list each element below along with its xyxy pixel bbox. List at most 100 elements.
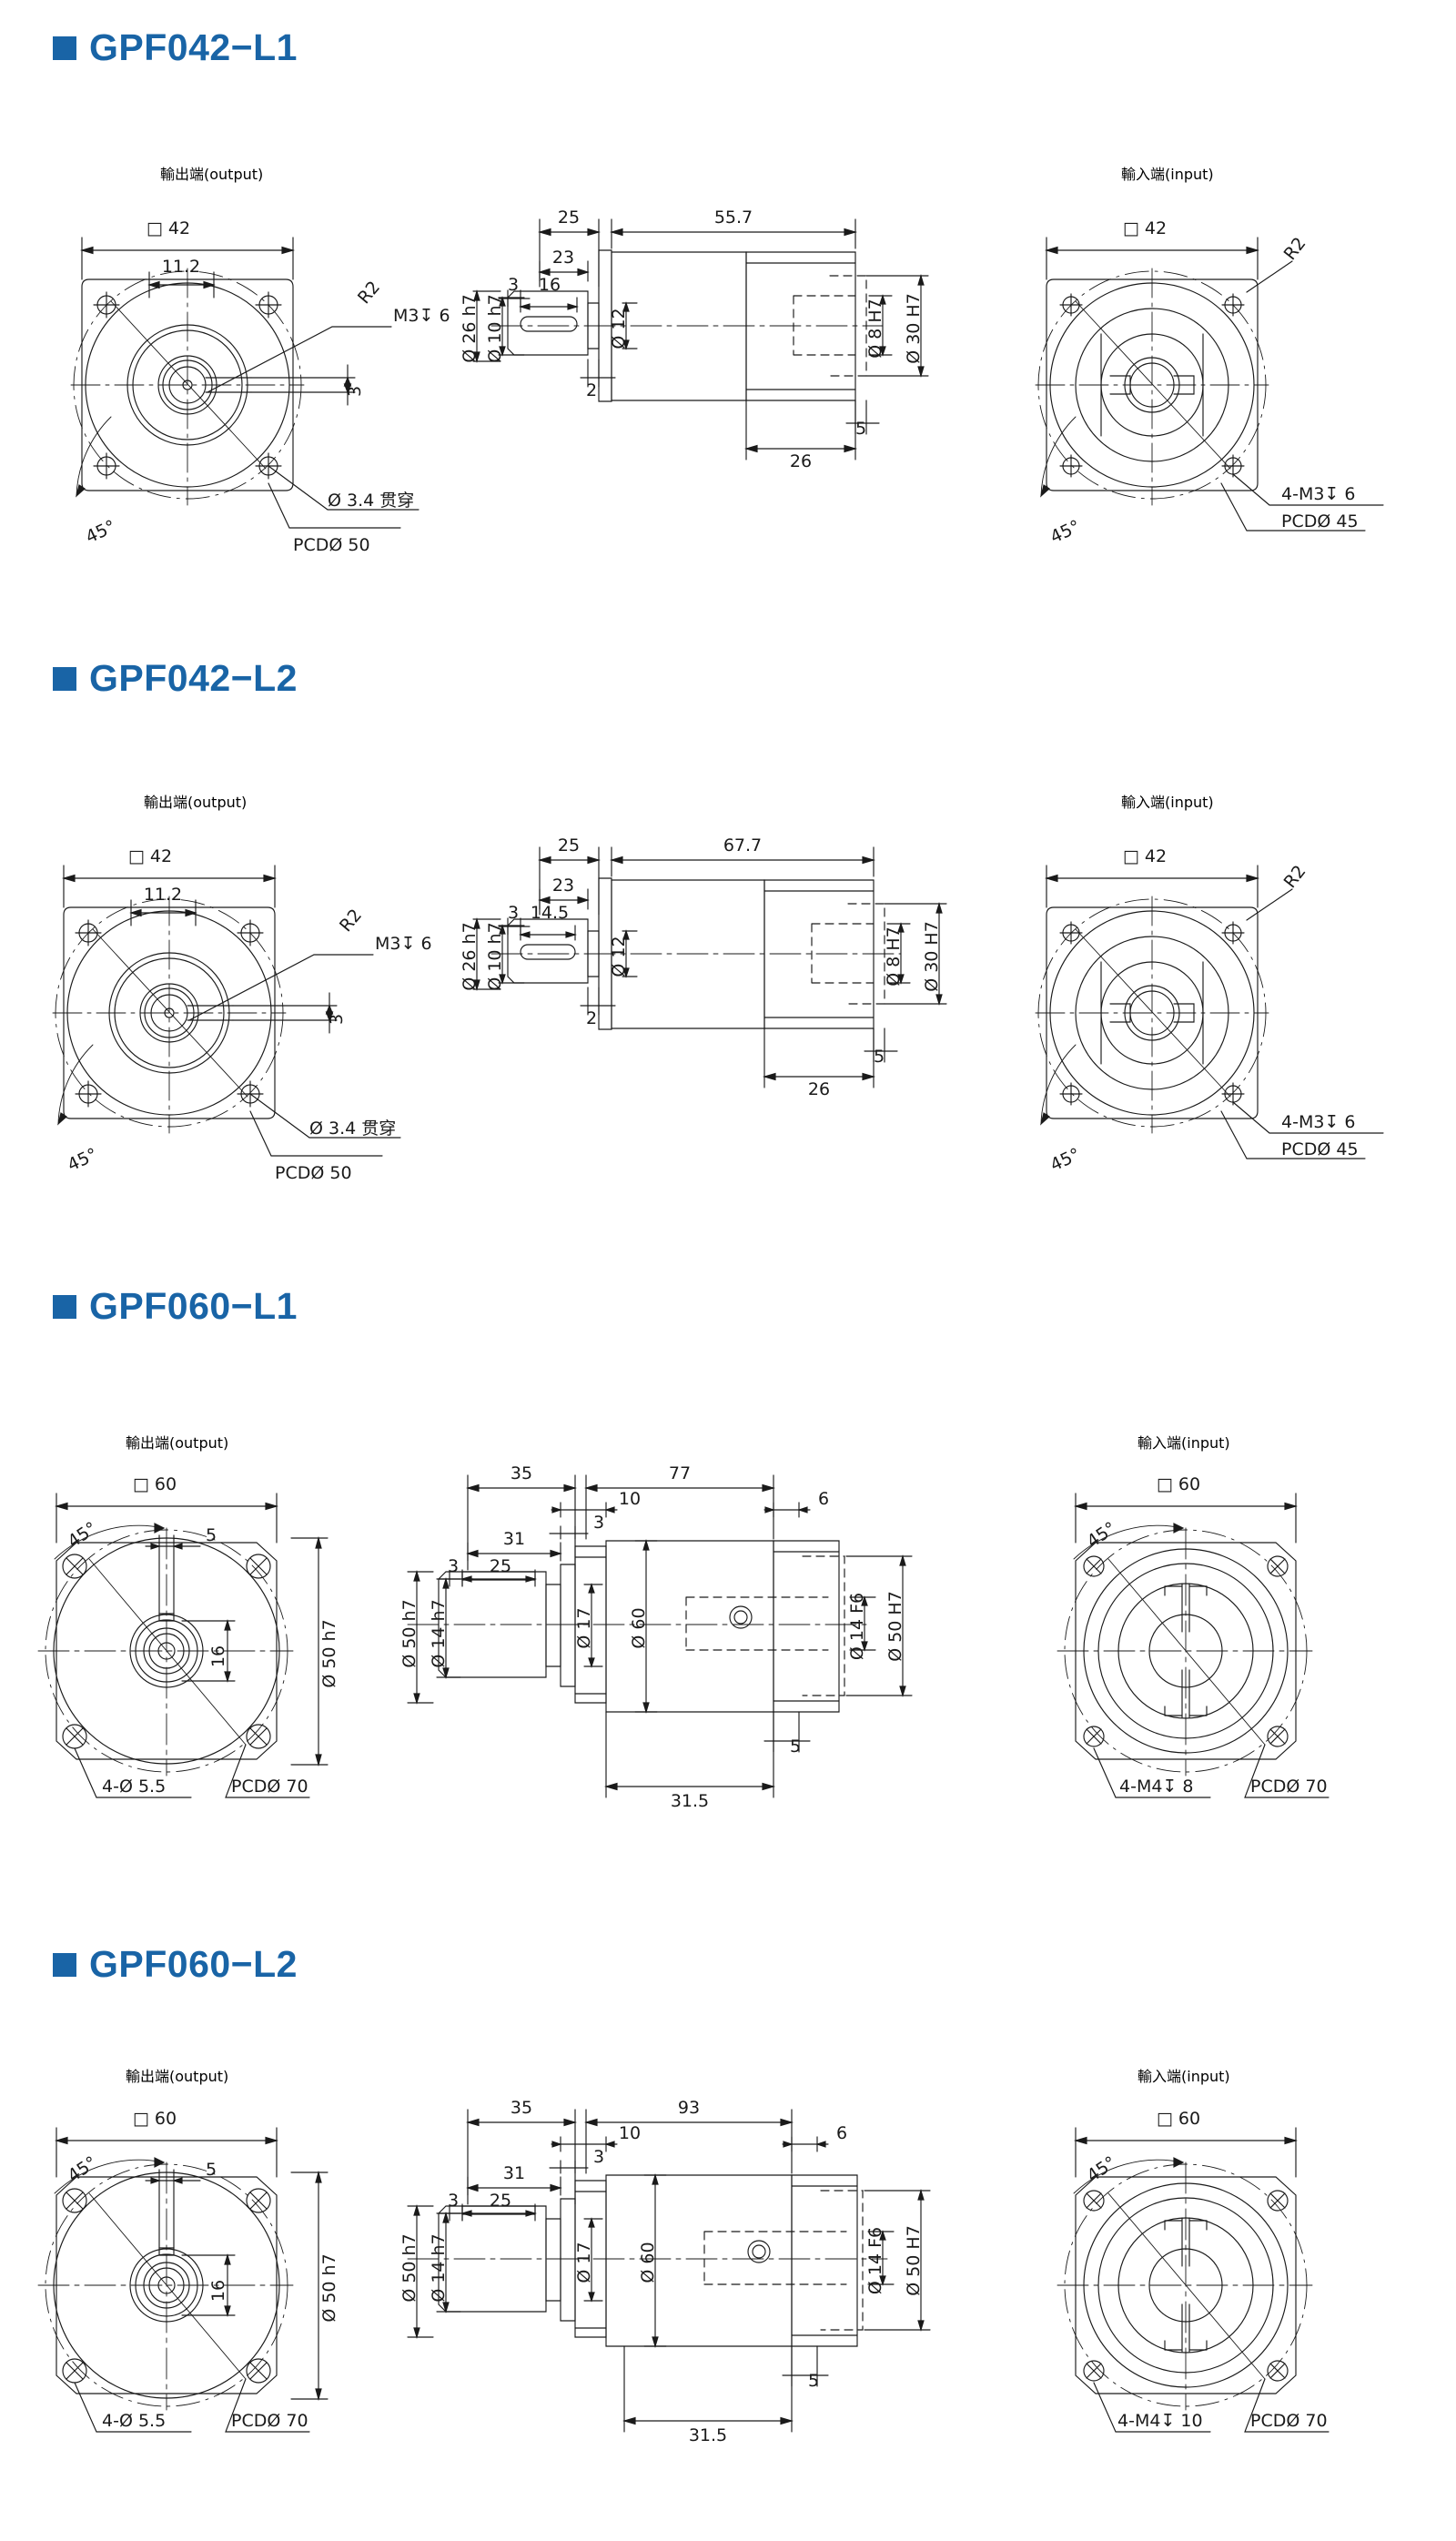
- tap-4-m3: 4-M3↧ 6: [1281, 1112, 1355, 1132]
- dim-31-5: 31.5: [689, 2425, 727, 2445]
- output-side-label: 輸出端(output): [126, 1434, 229, 1452]
- dia-30-h7: Ø 30 H7: [922, 921, 942, 992]
- radius-r2-input: R2: [1280, 862, 1310, 892]
- dim-3-key: 3: [448, 2191, 459, 2211]
- dim-25: 25: [490, 1556, 511, 1576]
- dim-5-bottom: 5: [808, 2371, 819, 2391]
- bullet-square-icon: [53, 666, 76, 691]
- dim-square-42: □ 42: [128, 846, 172, 866]
- dia-50-h7-flange: Ø 50 h7: [319, 2253, 339, 2322]
- dia-50-h7: Ø 50 h7: [399, 1599, 420, 1667]
- dia-14-h7: Ø 14 h7: [429, 1599, 449, 1667]
- dim-5-bottom: 5: [855, 419, 866, 439]
- dia-30-h7: Ø 30 H7: [904, 293, 924, 364]
- pcd-45: PCDØ 45: [1281, 511, 1359, 531]
- angle-45: 45°: [65, 1144, 101, 1175]
- section-view-drawing-1: 25 55.7 23 3 16 2 26 5 Ø 26 h7 Ø 10 h7 Ø…: [455, 196, 1019, 587]
- section-gpf060-l1: GPF060−L1 輸出端(output) 輸入端(input): [0, 1256, 1456, 1911]
- dia-10-h7: Ø 10 h7: [485, 294, 505, 362]
- section-view-drawing-4: 35 93 10 3 31 3 25 6 5 31.5 Ø 50 h7 Ø 14…: [373, 2086, 1010, 2514]
- dia-14-f6: Ø 14 F6: [847, 1593, 867, 1660]
- dim-55-7: 55.7: [714, 208, 753, 228]
- dim-square-60: □ 60: [133, 1474, 177, 1494]
- section-title-gpf060-l2: GPF060−L2: [0, 1946, 298, 1983]
- radius-r2: R2: [336, 906, 366, 936]
- output-view-drawing-2: □ 42 11.2 3 M3↧ 6 R2 Ø 3.4 贯穿 PCDØ 50 45…: [36, 824, 437, 1215]
- dim-6: 6: [818, 1489, 829, 1509]
- dim-10: 10: [619, 1489, 641, 1509]
- hole-3-4: Ø 3.4 贯穿: [309, 1119, 396, 1139]
- dim-35: 35: [511, 2098, 532, 2118]
- input-side-label: 輸入端(input): [1138, 2068, 1230, 2085]
- dim-31: 31: [503, 1529, 525, 1549]
- dim-16: 16: [539, 275, 561, 295]
- dim-35: 35: [511, 1463, 532, 1483]
- dim-3-top: 3: [593, 2147, 604, 2167]
- dim-16: 16: [208, 1645, 228, 1667]
- dim-23: 23: [552, 876, 574, 896]
- input-view-drawing-3: □ 60 45° 4-M4↧ 8 PCDØ 70: [1037, 1452, 1438, 1888]
- dim-31-5: 31.5: [671, 1791, 709, 1811]
- hole-3-4: Ø 3.4 贯穿: [328, 491, 414, 511]
- bullet-square-icon: [53, 1952, 76, 1977]
- dia-14-h7: Ø 14 h7: [429, 2233, 449, 2302]
- dia-50-h7-bore: Ø 50 H7: [904, 2225, 924, 2296]
- dim-square-42: □ 42: [147, 218, 190, 238]
- section-title-text: GPF042−L2: [89, 657, 298, 699]
- dim-2: 2: [586, 1008, 597, 1028]
- bullet-square-icon: [53, 35, 76, 60]
- section-title-text: GPF060−L2: [89, 1943, 298, 1985]
- dim-26-bottom: 26: [790, 451, 812, 471]
- dia-8-h7: Ø 8 H7: [865, 299, 885, 359]
- dim-6: 6: [836, 2123, 847, 2143]
- dim-77: 77: [669, 1463, 691, 1483]
- dim-3: 3: [327, 1014, 347, 1025]
- dim-11-2: 11.2: [162, 257, 200, 277]
- pcd-45: PCDØ 45: [1281, 1139, 1359, 1159]
- radius-r2-input: R2: [1280, 234, 1310, 264]
- dia-26-h7: Ø 26 h7: [460, 922, 480, 990]
- hole-4-5-5: 4-Ø 5.5: [102, 1777, 166, 1797]
- dim-25: 25: [558, 208, 580, 228]
- input-view-drawing-2: □ 42 R2 4-M3↧ 6 PCDØ 45 45°: [1019, 824, 1429, 1215]
- dim-23: 23: [552, 248, 574, 268]
- section-title-gpf060-l1: GPF060−L1: [0, 1288, 298, 1325]
- section-view-drawing-3: 35 77 10 3 31 3 25 6 5 31.5 Ø 50 h7 Ø 14…: [373, 1452, 1010, 1888]
- input-side-label: 輸入端(input): [1121, 166, 1214, 183]
- dia-17: Ø 17: [574, 1607, 594, 1648]
- dia-12: Ø 12: [609, 308, 629, 349]
- dia-12: Ø 12: [609, 936, 629, 977]
- output-side-label: 輸出端(output): [160, 166, 264, 183]
- output-side-label: 輸出端(output): [126, 2068, 229, 2085]
- dim-square-42-input: □ 42: [1123, 218, 1167, 238]
- dim-10: 10: [619, 2123, 641, 2143]
- input-view-drawing-4: □ 60 45° 4-M4↧ 10 PCDØ 70: [1037, 2086, 1438, 2514]
- pcd-70: PCDØ 70: [231, 2411, 308, 2431]
- dim-3-key: 3: [508, 903, 519, 923]
- section-title-text: GPF060−L1: [89, 1285, 298, 1327]
- dim-5-bottom: 5: [874, 1047, 885, 1067]
- dim-5-key: 5: [206, 1525, 217, 1545]
- output-side-label: 輸出端(output): [144, 794, 248, 811]
- tap-4-m3: 4-M3↧ 6: [1281, 484, 1355, 504]
- dim-16: 16: [208, 2280, 228, 2302]
- angle-45-input: 45°: [1047, 516, 1084, 547]
- angle-45-input: 45°: [1047, 1144, 1084, 1175]
- hole-4-5-5: 4-Ø 5.5: [102, 2411, 166, 2431]
- dia-26-h7: Ø 26 h7: [460, 294, 480, 362]
- dim-26-bottom: 26: [808, 1079, 830, 1099]
- dim-3-key: 3: [448, 1556, 459, 1576]
- radius-r2: R2: [354, 278, 384, 309]
- pcd-70-input: PCDØ 70: [1250, 2411, 1328, 2431]
- section-gpf042-l1: GPF042−L1 輸出端(output) 輸入端(input): [0, 0, 1456, 628]
- dim-square-60-input: □ 60: [1157, 1474, 1200, 1494]
- dia-50-h7: Ø 50 h7: [399, 2233, 420, 2302]
- tap-m3: M3↧ 6: [393, 306, 450, 326]
- dia-14-f6: Ø 14 F6: [865, 2227, 885, 2294]
- dim-3-key: 3: [508, 275, 519, 295]
- output-view-drawing-3: □ 60 5 16 Ø 50 h7 4-Ø 5.5 PCDØ 70 45°: [18, 1452, 400, 1888]
- dim-5-key: 5: [206, 2160, 217, 2180]
- dim-25: 25: [490, 2191, 511, 2211]
- input-view-drawing-1: □ 42 R2 4-M3↧ 6 PCDØ 45 45°: [1019, 196, 1429, 587]
- angle-45: 45°: [83, 516, 119, 547]
